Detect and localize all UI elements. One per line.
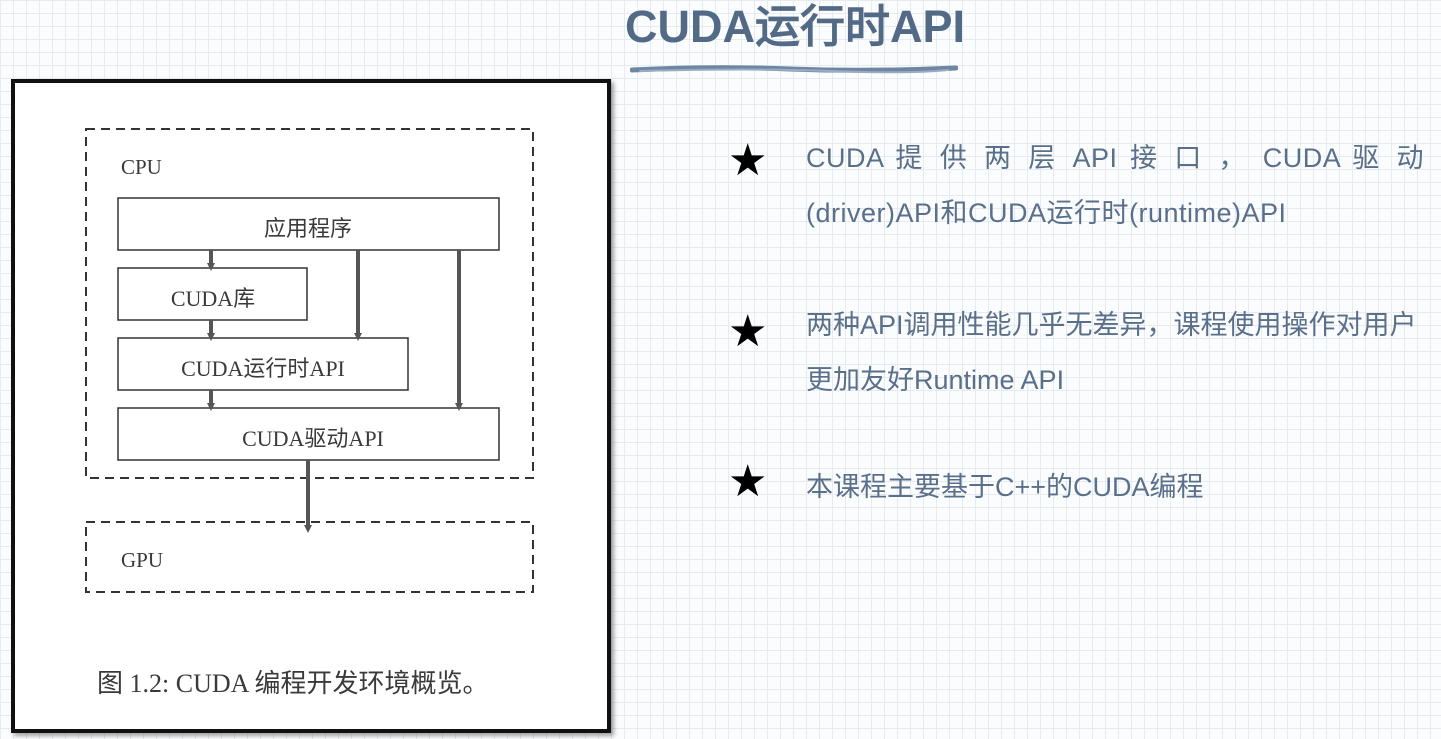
gpu-region (85, 521, 534, 593)
star-icon: ★ (728, 456, 768, 507)
cuda-architecture-diagram: CPU 应用程序 CUDA库 CUDA运行时API CUDA驱动API GPU … (85, 128, 534, 698)
driver-api-box (117, 407, 500, 461)
star-icon: ★ (728, 306, 768, 357)
driver-api-box-label: CUDA驱动API (242, 426, 384, 451)
bullet-text: 两种API调用性能几乎无差异，课程使用操作对用户更加友好Runtime API (806, 310, 1417, 395)
bullet-text: CUDA 提 供 两 层 API 接 口 ， CUDA 驱 动 (driver)… (806, 143, 1424, 228)
runtime-api-box-label: CUDA运行时API (181, 356, 345, 381)
app-box (117, 197, 500, 251)
bullet-text: 本课程主要基于C++的CUDA编程 (806, 472, 1204, 502)
cuda-lib-box-label: CUDA库 (171, 286, 255, 311)
app-box-label: 应用程序 (264, 216, 352, 241)
gpu-label: GPU (121, 548, 163, 572)
cpu-label: CPU (121, 155, 162, 179)
star-icon: ★ (728, 135, 768, 186)
slide-title: CUDA运行时API (624, 1, 965, 52)
figure-caption: 图 1.2: CUDA 编程开发环境概览。 (97, 669, 488, 698)
cuda-architecture-figure: CPU 应用程序 CUDA库 CUDA运行时API CUDA驱动API GPU … (11, 79, 611, 733)
title-underline (630, 65, 958, 74)
cpu-region (85, 128, 534, 479)
runtime-api-box (117, 337, 409, 391)
cuda-lib-box (117, 267, 308, 321)
